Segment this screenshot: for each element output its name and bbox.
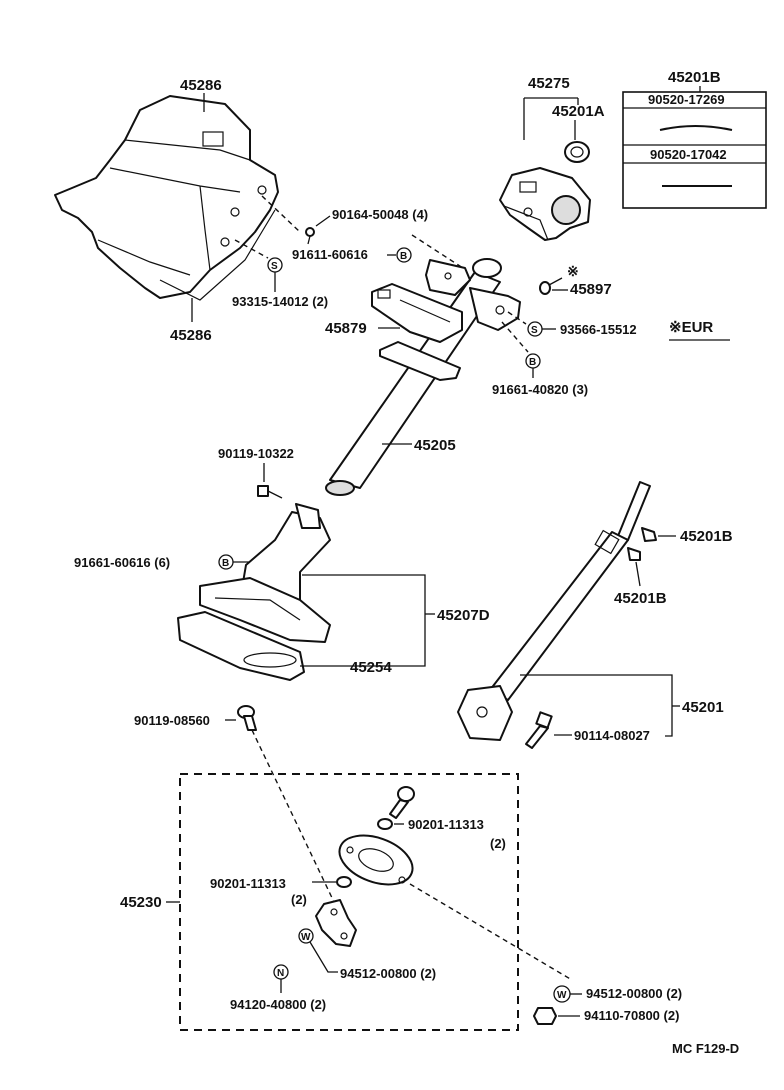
- label-90201-lower: 90201-11313: [210, 876, 286, 891]
- label-45201B-box: 45201B: [668, 69, 721, 86]
- label-94110: 94110-70800 (2): [584, 1008, 679, 1023]
- label-45230: 45230: [120, 894, 162, 911]
- label-91611: 91611-60616: [292, 247, 368, 262]
- screw-90164[interactable]: [305, 227, 315, 245]
- label-45201B-right-2: 45201B: [614, 590, 667, 607]
- label-45201A: 45201A: [552, 103, 605, 120]
- label-90520-17042: 90520-17042: [650, 147, 727, 162]
- label-45275: 45275: [528, 75, 570, 92]
- label-45879: 45879: [325, 320, 367, 337]
- label-90164: 90164-50048 (4): [332, 207, 428, 222]
- label-90119-08560: 90119-08560: [134, 713, 210, 728]
- label-45201: 45201: [682, 699, 724, 716]
- label-94512-right: 94512-00800 (2): [586, 986, 682, 1001]
- label-45286-upper: 45286: [180, 77, 222, 94]
- symbol-n-94120: N: [273, 964, 289, 980]
- svg-text:B: B: [400, 251, 407, 262]
- star-mark-45897: ※: [567, 263, 579, 279]
- svg-text:W: W: [557, 990, 567, 1001]
- column-cover-upper[interactable]: [54, 95, 279, 301]
- symbol-w-94512-left: W: [298, 928, 314, 944]
- washer-90201-upper[interactable]: [377, 818, 393, 830]
- symbol-s-93315: S: [267, 257, 283, 273]
- washer-90201-lower[interactable]: [336, 876, 352, 888]
- assembly-box-45230: [179, 773, 519, 1031]
- label-93315: 93315-14012 (2): [232, 294, 328, 309]
- label-45201B-right-1: 45201B: [680, 528, 733, 545]
- symbol-s-93566: S: [527, 321, 543, 337]
- bolt-45897[interactable]: [539, 277, 563, 295]
- flange-disc[interactable]: [333, 826, 419, 893]
- label-94512-left: 94512-00800 (2): [340, 966, 436, 981]
- key-blank-90520-17269[interactable]: [659, 125, 733, 131]
- symbol-w-94512-right: W: [553, 985, 571, 1003]
- label-45897: 45897: [570, 281, 612, 298]
- nut-94110[interactable]: [533, 1007, 557, 1025]
- label-45254: 45254: [350, 659, 392, 676]
- label-94120: 94120-40800 (2): [230, 997, 326, 1012]
- svg-text:S: S: [271, 261, 278, 272]
- label-45207D: 45207D: [437, 607, 490, 624]
- bolt-90119-08560[interactable]: [237, 705, 257, 731]
- label-45205: 45205: [414, 437, 456, 454]
- lower-bracket-45207D[interactable]: [199, 503, 331, 643]
- upper-bracket[interactable]: [425, 259, 521, 331]
- plate-45254[interactable]: [177, 611, 305, 681]
- label-45286-lower: 45286: [170, 327, 212, 344]
- label-90201-lower-qty: (2): [291, 892, 307, 907]
- bolt-90201-upper[interactable]: [389, 786, 415, 819]
- svg-text:W: W: [301, 932, 311, 943]
- bushing-45201B-lower[interactable]: [627, 547, 641, 561]
- bracket-45879[interactable]: [371, 283, 463, 381]
- legend-note-eur: ※EUR: [669, 319, 713, 336]
- bushing-45201B-upper[interactable]: [641, 527, 657, 542]
- symbol-b-91661-60616: B: [218, 554, 234, 570]
- main-shaft-45201[interactable]: [457, 481, 651, 741]
- label-90119-10322: 90119-10322: [218, 446, 294, 461]
- key-cylinder-45201A[interactable]: [564, 141, 590, 163]
- steering-lock-housing-45275[interactable]: [499, 167, 591, 241]
- bolt-90114-08027[interactable]: [525, 711, 553, 749]
- label-90114-08027: 90114-08027: [574, 728, 650, 743]
- svg-text:B: B: [529, 357, 536, 368]
- label-90520-17269: 90520-17269: [648, 92, 725, 107]
- diagram-code: MC F129-D: [672, 1041, 739, 1056]
- label-91661-60616: 91661-60616 (6): [74, 555, 170, 570]
- symbol-b-91611: B: [396, 247, 412, 263]
- bolt-90119-10322[interactable]: [257, 485, 283, 499]
- label-90201-upper: 90201-11313: [408, 817, 484, 832]
- parts-box-45201B: [622, 91, 767, 209]
- symbol-b-91661-40820: B: [525, 353, 541, 369]
- label-90201-upper-qty: (2): [490, 836, 506, 851]
- label-93566: 93566-15512: [560, 322, 637, 337]
- svg-text:N: N: [277, 968, 284, 979]
- label-91661-40820: 91661-40820 (3): [492, 382, 588, 397]
- svg-text:S: S: [531, 325, 538, 336]
- svg-text:B: B: [222, 558, 229, 569]
- yoke-clip[interactable]: [315, 899, 357, 947]
